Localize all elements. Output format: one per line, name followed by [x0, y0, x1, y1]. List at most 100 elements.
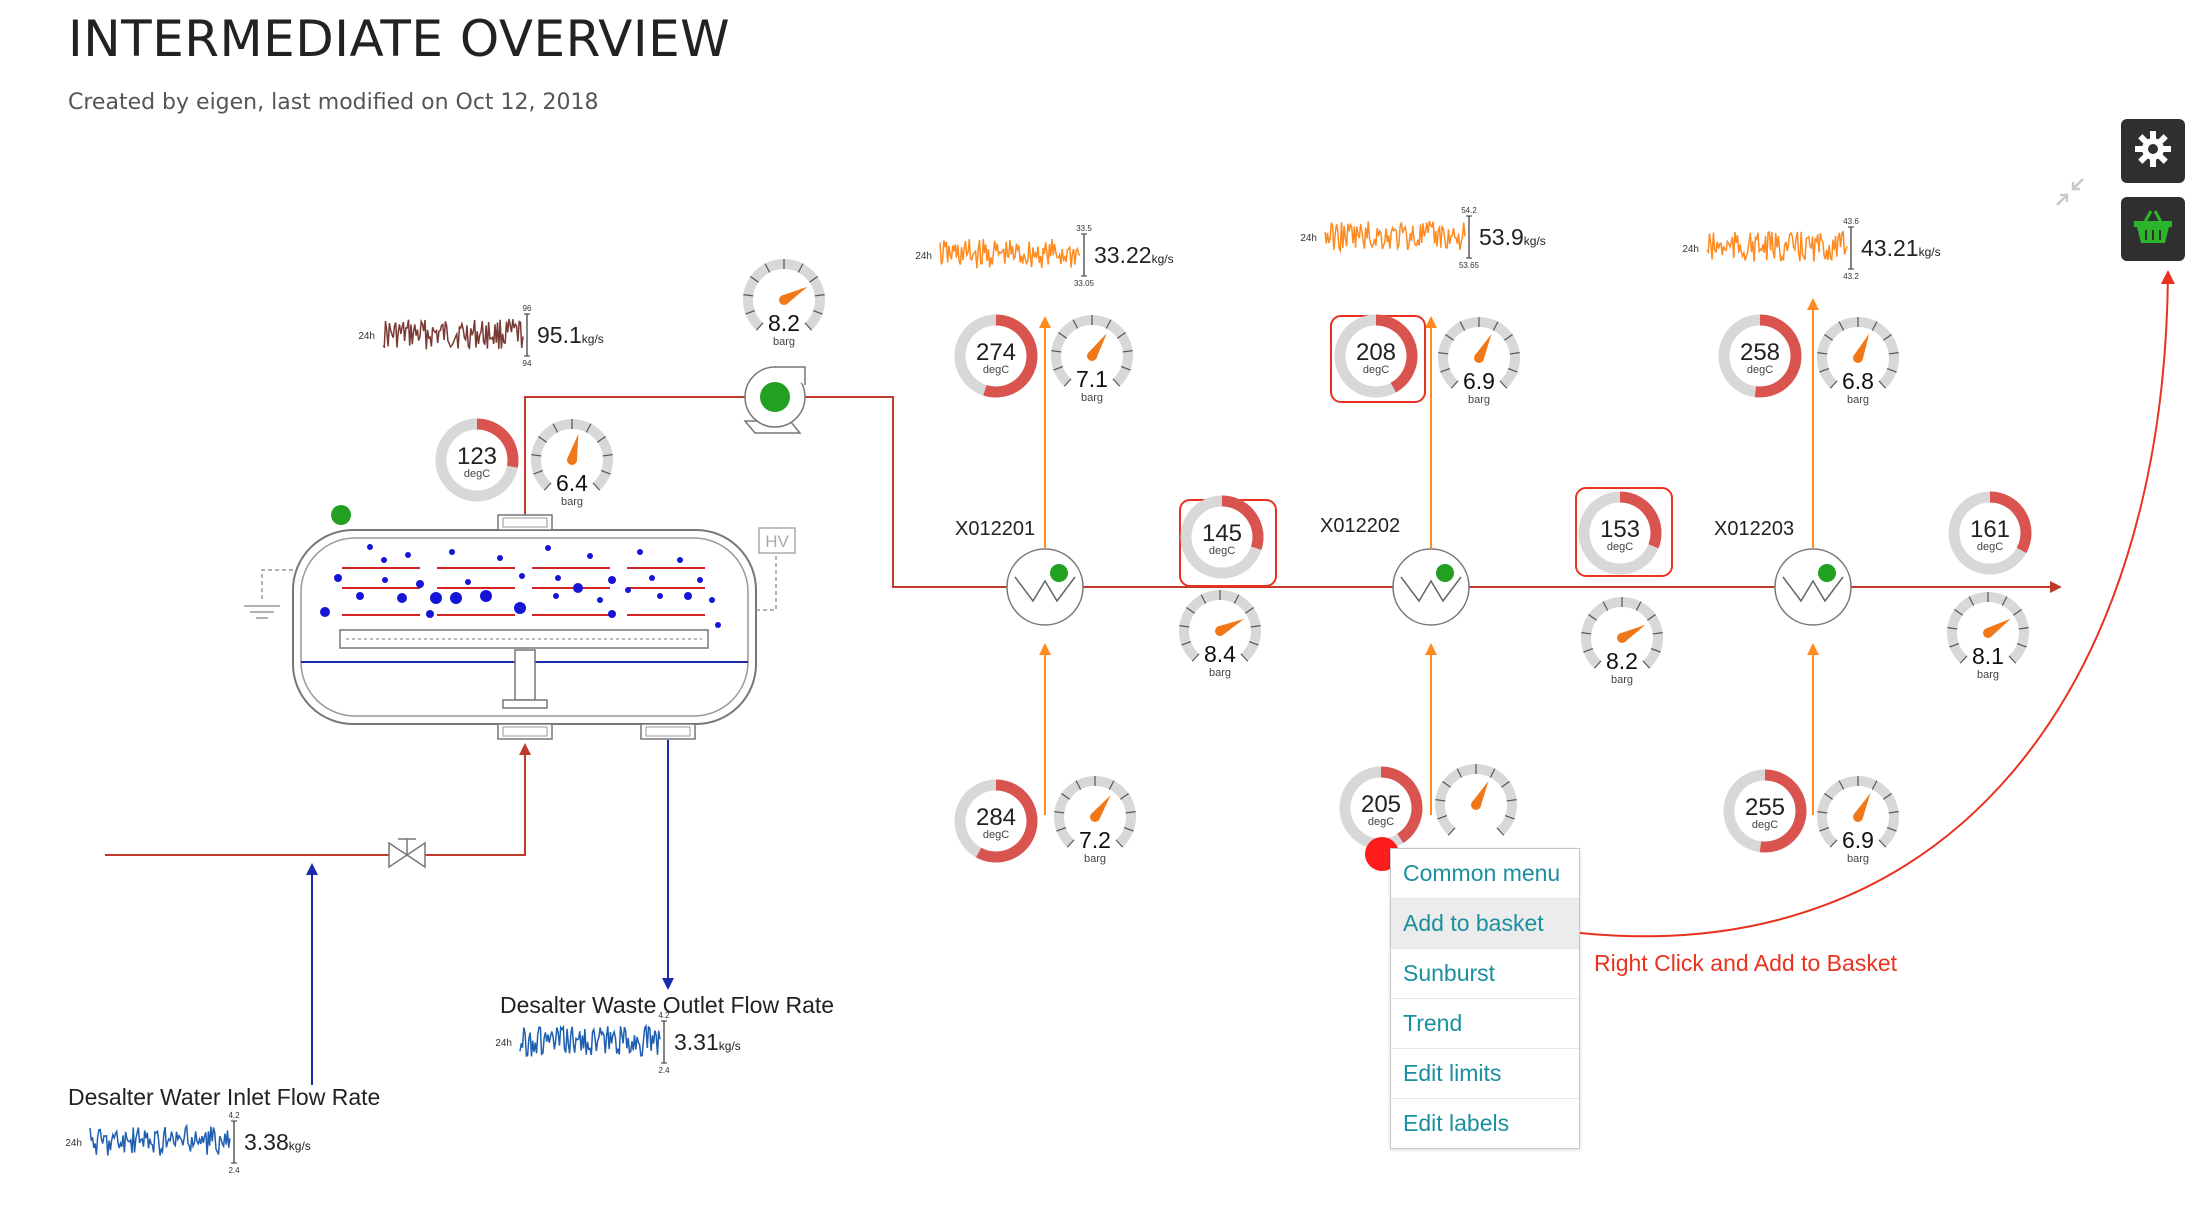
pressure-value: 8.1 [1972, 643, 2004, 669]
pump-status-indicator [760, 382, 790, 412]
pump-discharge-line [805, 396, 2062, 593]
trend-max: 96 [523, 304, 532, 313]
temperature-value: 258 [1740, 339, 1780, 366]
trend-min: 2.4 [658, 1066, 670, 1075]
desalter-status-indicator [331, 505, 351, 525]
temperature-unit: degC [1977, 541, 2003, 553]
trend-period: 24h [495, 1038, 512, 1049]
temperature-value: 205 [1361, 791, 1401, 818]
pressure-value: 8.2 [1606, 648, 1638, 674]
heat-exchanger-x012201[interactable]: X012201 [955, 518, 1084, 626]
gauges: 123degC274degC208degC258degC145degC153de… [435, 259, 2032, 865]
trend-min: 94 [523, 359, 532, 368]
menu-item-edit-labels[interactable]: Edit labels [1403, 1110, 1510, 1136]
trend-value: 3.31kg/s [674, 1029, 741, 1055]
temperature-value: 161 [1970, 516, 2010, 543]
temperature-fill-arc [983, 314, 1038, 398]
trend-sparkline [89, 1123, 231, 1156]
trend-value: 53.9kg/s [1479, 224, 1546, 250]
trend-sparkline [382, 318, 524, 351]
trend-min: 33.05 [1074, 279, 1095, 288]
exchanger-status-indicator [1818, 564, 1836, 582]
trend-unit: kg/s [719, 1039, 741, 1053]
temperature-value: 153 [1600, 516, 1640, 543]
exchanger-status-indicator [1436, 564, 1454, 582]
trend-unit: kg/s [1919, 245, 1941, 259]
trend-sparkline [1324, 220, 1466, 254]
feed-valve[interactable] [388, 838, 426, 869]
trend-sparkline [939, 239, 1081, 269]
temperature-unit: degC [1368, 816, 1394, 828]
trend-value-number: 3.38 [244, 1129, 289, 1155]
temperature-value: 145 [1202, 520, 1242, 547]
temperature-value: 284 [976, 804, 1016, 831]
temperature-value: 208 [1356, 339, 1396, 366]
trends: 24h969495.1kg/s24h33.533.0533.22kg/s24h5… [65, 206, 1940, 1175]
feed-pump[interactable] [743, 366, 806, 434]
pressure-unit: barg [1209, 667, 1231, 679]
trend-value: 95.1kg/s [537, 322, 604, 348]
collapse-button[interactable] [2052, 176, 2088, 212]
menu-item-sunburst[interactable]: Sunburst [1391, 949, 1579, 999]
trend-value-number: 95.1 [537, 322, 582, 348]
trend-value-number: 53.9 [1479, 224, 1524, 250]
trend-max: 43.6 [1843, 217, 1859, 226]
temperature-fill-arc [1754, 314, 1802, 398]
desalter-vessel[interactable]: HV [244, 505, 796, 740]
trend-period: 24h [65, 1138, 82, 1149]
menu-item-add-to-basket[interactable]: Add to basket [1391, 899, 1579, 949]
pressure-value: 8.4 [1204, 641, 1236, 667]
temperature-unit: degC [1607, 541, 1633, 553]
pressure-value: 6.4 [556, 470, 588, 496]
hv-label: HV [765, 532, 789, 551]
heat-exchanger-x012202[interactable]: X012202 [1320, 515, 1470, 626]
pressure-unit: barg [1611, 674, 1633, 686]
heat-exchanger-x012203[interactable]: X012203 [1714, 518, 1852, 626]
pressure-unit: barg [1084, 853, 1106, 865]
trend-value: 43.21kg/s [1861, 235, 1941, 261]
collapse-arrows-icon [2054, 176, 2086, 213]
page-meta: Created by eigen, last modified on Oct 1… [68, 90, 599, 115]
menu-item-trend[interactable]: Trend [1391, 999, 1579, 1049]
context-menu: Common menu Add to basket Sunburst Trend… [1390, 848, 1580, 1149]
menu-item-edit-limits[interactable]: Edit limits [1391, 1049, 1579, 1099]
trend-max: 4.2 [228, 1111, 240, 1120]
temperature-unit: degC [1209, 545, 1235, 557]
selection-highlight [1575, 487, 1673, 577]
temperature-fill-arc [1380, 766, 1423, 844]
trend-unit: kg/s [582, 332, 604, 346]
basket-button[interactable] [2121, 197, 2185, 261]
settings-button[interactable] [2121, 119, 2185, 183]
pressure-gauge-x012202-bottom[interactable] [1435, 764, 1517, 836]
exchanger-label: X012201 [955, 518, 1035, 540]
menu-item-common-menu[interactable]: Common menu [1391, 849, 1579, 899]
feed-line [105, 743, 531, 856]
